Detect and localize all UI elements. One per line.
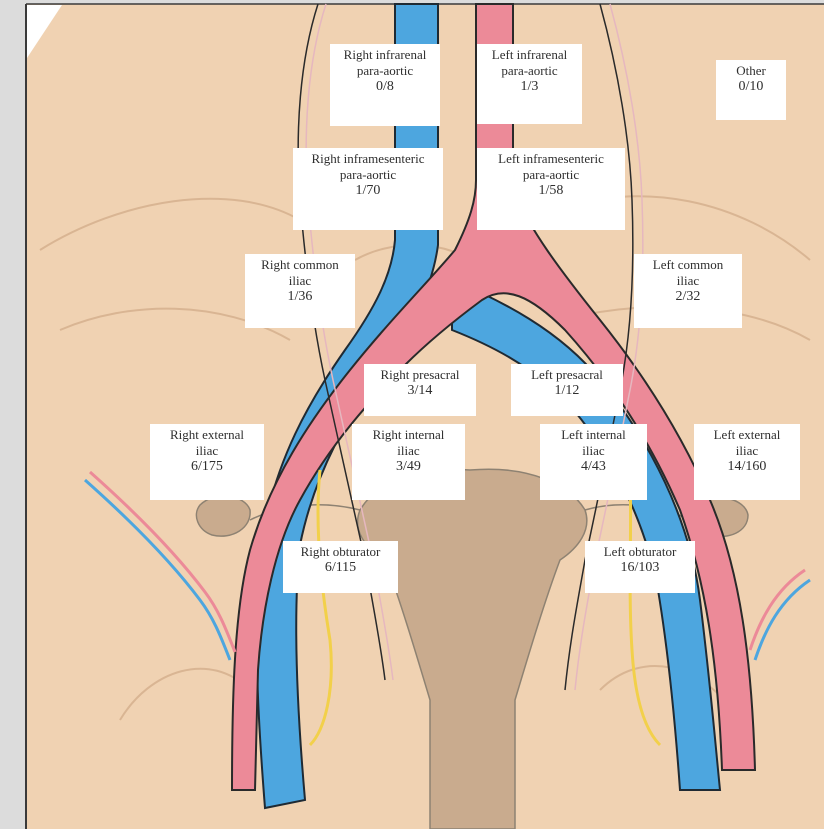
node-label-line: iliac — [638, 273, 738, 289]
node-count: 2/32 — [638, 289, 738, 305]
node-label-line: iliac — [544, 443, 643, 459]
node-label-line: Left infrarenal — [481, 47, 578, 63]
node-label-line: Left external — [698, 427, 796, 443]
node-label-line: iliac — [356, 443, 461, 459]
node-label-line: Right infrarenal — [334, 47, 436, 63]
node-label-line: Right inframesenteric — [297, 151, 439, 167]
node-label-line: Other — [720, 63, 782, 79]
node-label-line: para-aortic — [334, 63, 436, 79]
node-count: 16/103 — [589, 560, 691, 576]
node-count: 3/14 — [368, 383, 472, 399]
node-label-line: Left internal — [544, 427, 643, 443]
node-label-line: para-aortic — [481, 167, 621, 183]
node-label-line: Left common — [638, 257, 738, 273]
node-count: 14/160 — [698, 459, 796, 475]
node-label-line: Left inframesenteric — [481, 151, 621, 167]
node-count: 1/3 — [481, 79, 578, 95]
node-count: 1/58 — [481, 183, 621, 199]
node-count: 0/8 — [334, 79, 436, 95]
node-count: 1/70 — [297, 183, 439, 199]
node-count: 6/115 — [287, 560, 394, 576]
node-count: 6/175 — [154, 459, 260, 475]
node-label-line: Right common — [249, 257, 351, 273]
node-count: 4/43 — [544, 459, 643, 475]
node-count: 1/12 — [515, 383, 619, 399]
node-label-line: Right internal — [356, 427, 461, 443]
node-label-line: Left obturator — [589, 544, 691, 560]
node-label-line: para-aortic — [297, 167, 439, 183]
node-count: 0/10 — [720, 79, 782, 95]
node-label-line: Left presacral — [515, 367, 619, 383]
node-label-line: iliac — [249, 273, 351, 289]
node-label-line: Right obturator — [287, 544, 394, 560]
node-label-line: Right presacral — [368, 367, 472, 383]
node-label-line: Right external — [154, 427, 260, 443]
node-label-line: iliac — [154, 443, 260, 459]
node-label-line: iliac — [698, 443, 796, 459]
node-label-line: para-aortic — [481, 63, 578, 79]
node-count: 3/49 — [356, 459, 461, 475]
node-count: 1/36 — [249, 289, 351, 305]
